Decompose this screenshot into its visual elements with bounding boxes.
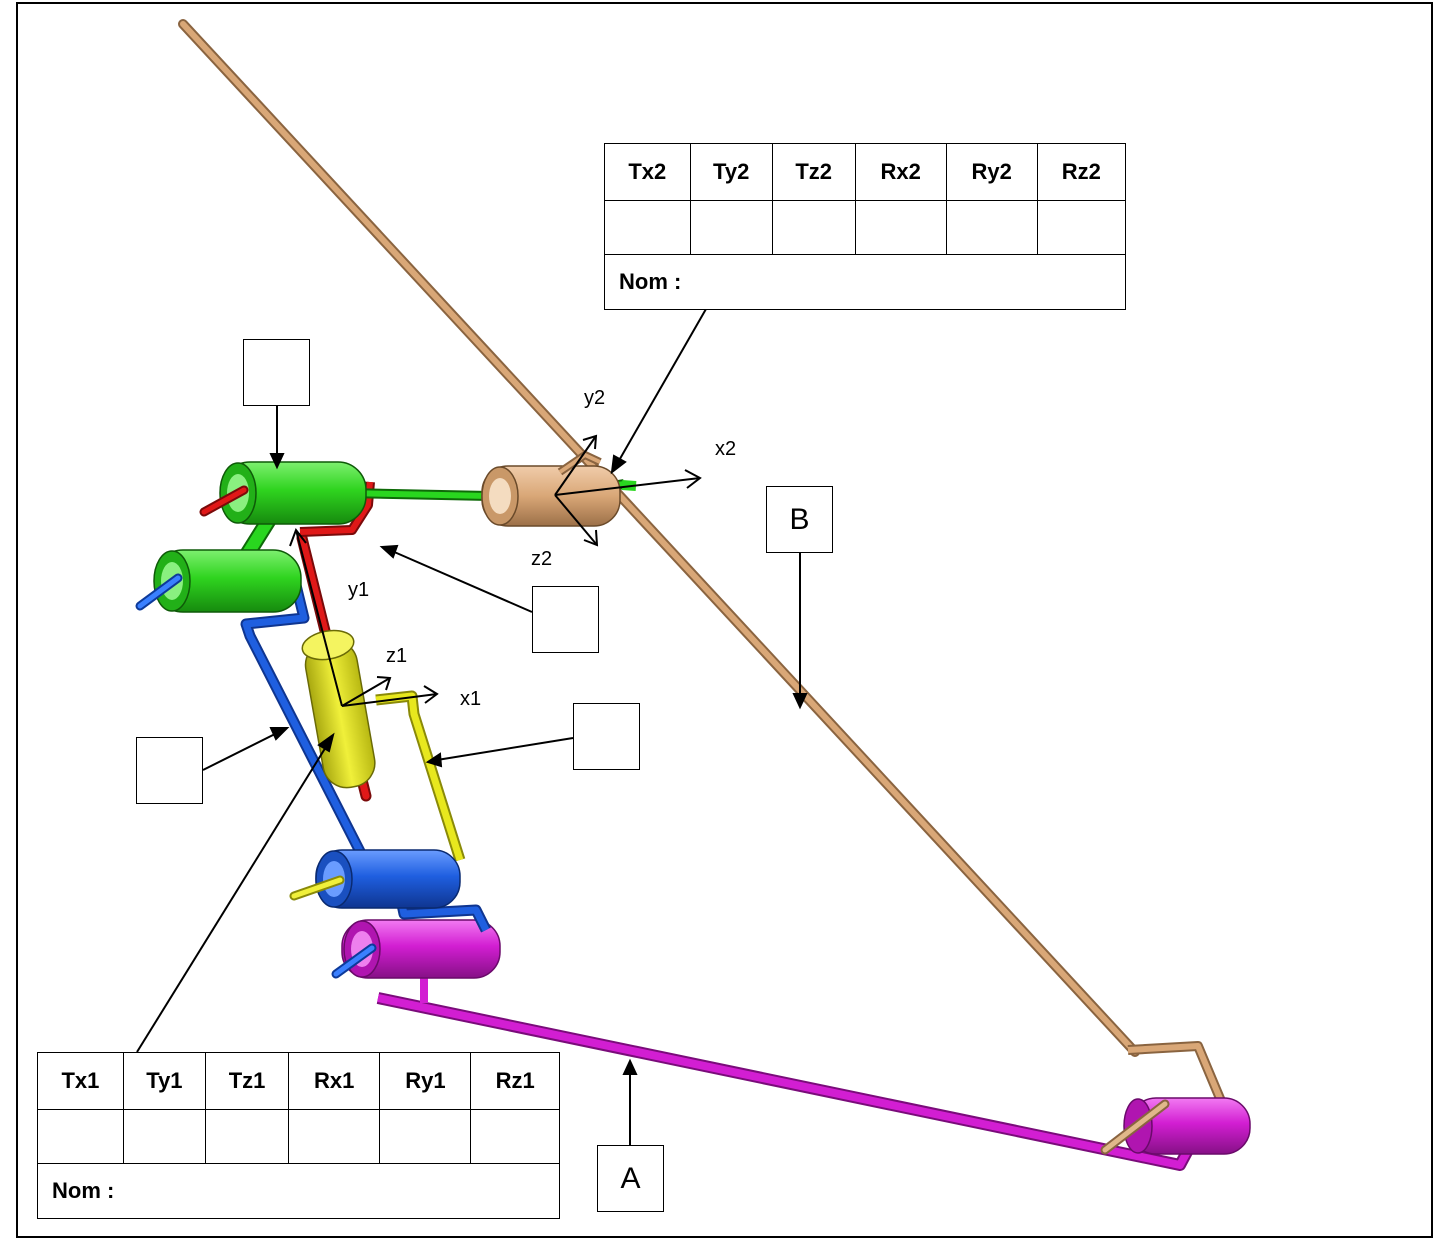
green-cylinder-lower	[135, 510, 302, 613]
dof-table-top: Tx2 Ty2 Tz2 Rx2 Ry2 Rz2 Nom :	[604, 143, 1127, 310]
long-bar-b	[178, 19, 1229, 1110]
table-bottom-header: Ry1	[379, 1052, 472, 1110]
table-top-name-cell[interactable]: Nom :	[604, 254, 1126, 310]
blue-cylinder	[289, 849, 461, 909]
table-bottom-answer-cell[interactable]	[122, 1109, 207, 1164]
axis-label-z2: z2	[531, 548, 552, 570]
leader-lines	[136, 308, 808, 1145]
table-bottom-header: Rz1	[470, 1052, 560, 1110]
table-bottom-answer-cell[interactable]	[37, 1109, 124, 1164]
table-top-header: Rx2	[854, 143, 947, 201]
magenta-cylinder-right	[1100, 1097, 1251, 1155]
table-bottom-header: Ty1	[122, 1052, 207, 1110]
table-bottom-name-cell[interactable]: Nom :	[37, 1163, 560, 1219]
table-top-header: Ty2	[689, 143, 773, 201]
axis-label-y2: y2	[584, 387, 605, 409]
table-top-answer-cell[interactable]	[771, 200, 856, 255]
table-bottom-header: Tx1	[37, 1052, 124, 1110]
frame1-axes	[289, 527, 439, 707]
green-cylinder-upper	[199, 461, 367, 525]
table-top-answer-cell[interactable]	[945, 200, 1038, 255]
axis-label-x2: x2	[715, 438, 736, 460]
table-bottom-answer-cell[interactable]	[470, 1109, 560, 1164]
tan-slider	[481, 450, 621, 527]
table-top-answer-cell[interactable]	[604, 200, 691, 255]
axis-label-x1: x1	[460, 688, 481, 710]
table-top-answer-cell[interactable]	[1036, 200, 1127, 255]
table-top-answer-cell[interactable]	[854, 200, 947, 255]
table-bottom-header: Rx1	[288, 1052, 381, 1110]
frame2-axes	[554, 434, 702, 547]
blank-box-middle[interactable]	[573, 703, 640, 770]
axis-label-y1: y1	[348, 579, 369, 601]
table-top-answer-cell[interactable]	[689, 200, 773, 255]
table-bottom-answer-cell[interactable]	[205, 1109, 290, 1164]
part-label-b: B	[766, 486, 833, 553]
blank-box-left[interactable]	[136, 737, 203, 804]
blank-box-top[interactable]	[243, 339, 310, 406]
dof-table-bottom: Tx1 Ty1 Tz1 Rx1 Ry1 Rz1 Nom :	[37, 1052, 560, 1219]
table-bottom-answer-cell[interactable]	[379, 1109, 472, 1164]
table-top-header: Tx2	[604, 143, 691, 201]
yellow-frame	[375, 690, 466, 862]
axis-label-z1: z1	[386, 645, 407, 667]
table-top-header: Tz2	[771, 143, 856, 201]
table-top-header: Ry2	[945, 143, 1038, 201]
table-top-header: Rz2	[1036, 143, 1127, 201]
blank-box-right-middle[interactable]	[532, 586, 599, 653]
table-bottom-header: Tz1	[205, 1052, 290, 1110]
magenta-cylinder-left	[331, 919, 501, 979]
table-bottom-answer-cell[interactable]	[288, 1109, 381, 1164]
part-label-a: A	[597, 1145, 664, 1212]
figure-frame	[16, 2, 1433, 1238]
